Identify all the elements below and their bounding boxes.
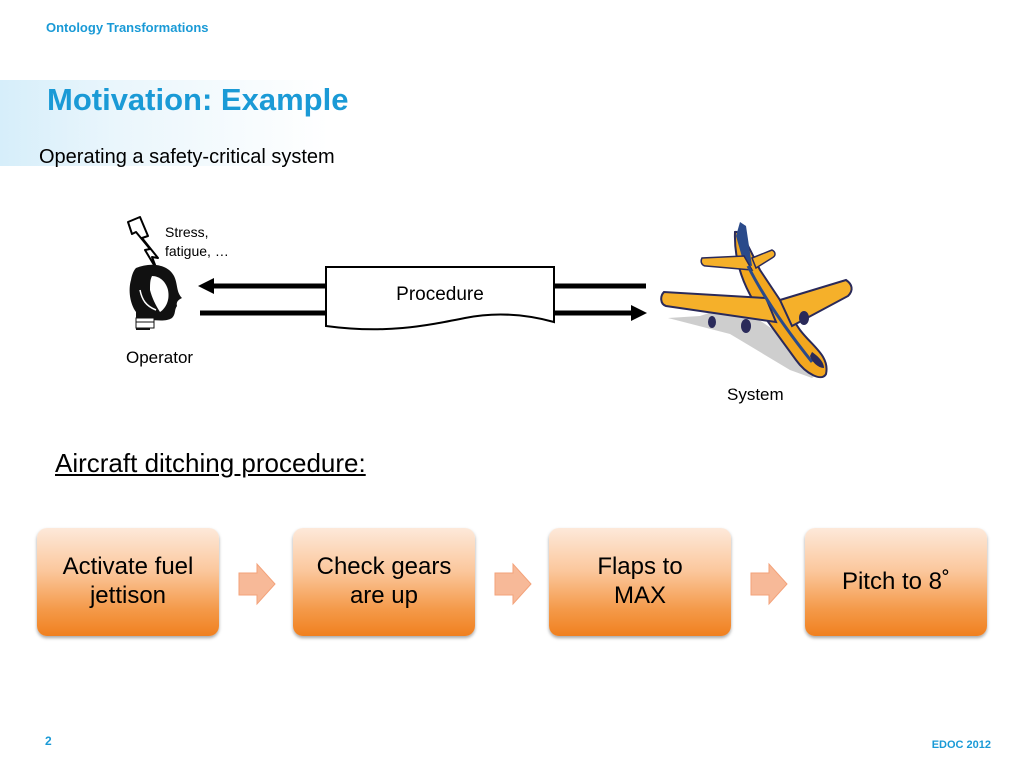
page-number: 2: [45, 734, 52, 748]
stress-label-line2: fatigue, …: [165, 243, 229, 259]
stress-label-line1: Stress,: [165, 224, 209, 240]
chevron-right-icon: [238, 562, 276, 606]
step-label-line1: Flaps to: [597, 553, 683, 580]
slide-subtitle: Operating a safety-critical system: [39, 146, 335, 168]
step-check-gears: Check gears are up: [293, 528, 475, 636]
step-label-line1: Check gears: [316, 553, 452, 580]
title-band: [0, 80, 470, 166]
chevron-right-icon: [750, 562, 788, 606]
lightning-icon: [127, 216, 159, 271]
operator-icon: [129, 264, 182, 330]
system-label: System: [727, 385, 784, 404]
section-heading: Aircraft ditching procedure:: [55, 448, 366, 478]
chevron-right-icon: [494, 562, 532, 606]
operator-system-diagram: [127, 216, 853, 379]
procedure-document: Procedure: [325, 266, 555, 331]
slide-title: Motivation: Example: [47, 82, 349, 117]
procedure-label: Procedure: [396, 284, 484, 305]
footer-label: EDOC 2012: [931, 739, 991, 751]
step-label-line1: Pitch to 8˚: [841, 567, 951, 595]
arrow-left-icon: [198, 278, 325, 294]
step-pitch-to-8: Pitch to 8˚: [805, 528, 987, 636]
step-label-line2: are up: [349, 582, 419, 609]
step-activate-fuel-jettison: Activate fuel jettison: [37, 528, 219, 636]
step-label-line2: jettison: [89, 582, 167, 609]
step-flaps-to-max: Flaps to MAX: [549, 528, 731, 636]
stress-label: Stress, fatigue, …: [165, 223, 275, 261]
arrow-right-icon: [555, 305, 647, 321]
step-label-line1: Activate fuel: [62, 553, 194, 580]
operator-label: Operator: [126, 348, 194, 367]
step-label-line2: MAX: [613, 582, 666, 609]
header-label: Ontology Transformations: [46, 20, 209, 35]
airplane-icon: [660, 222, 853, 379]
